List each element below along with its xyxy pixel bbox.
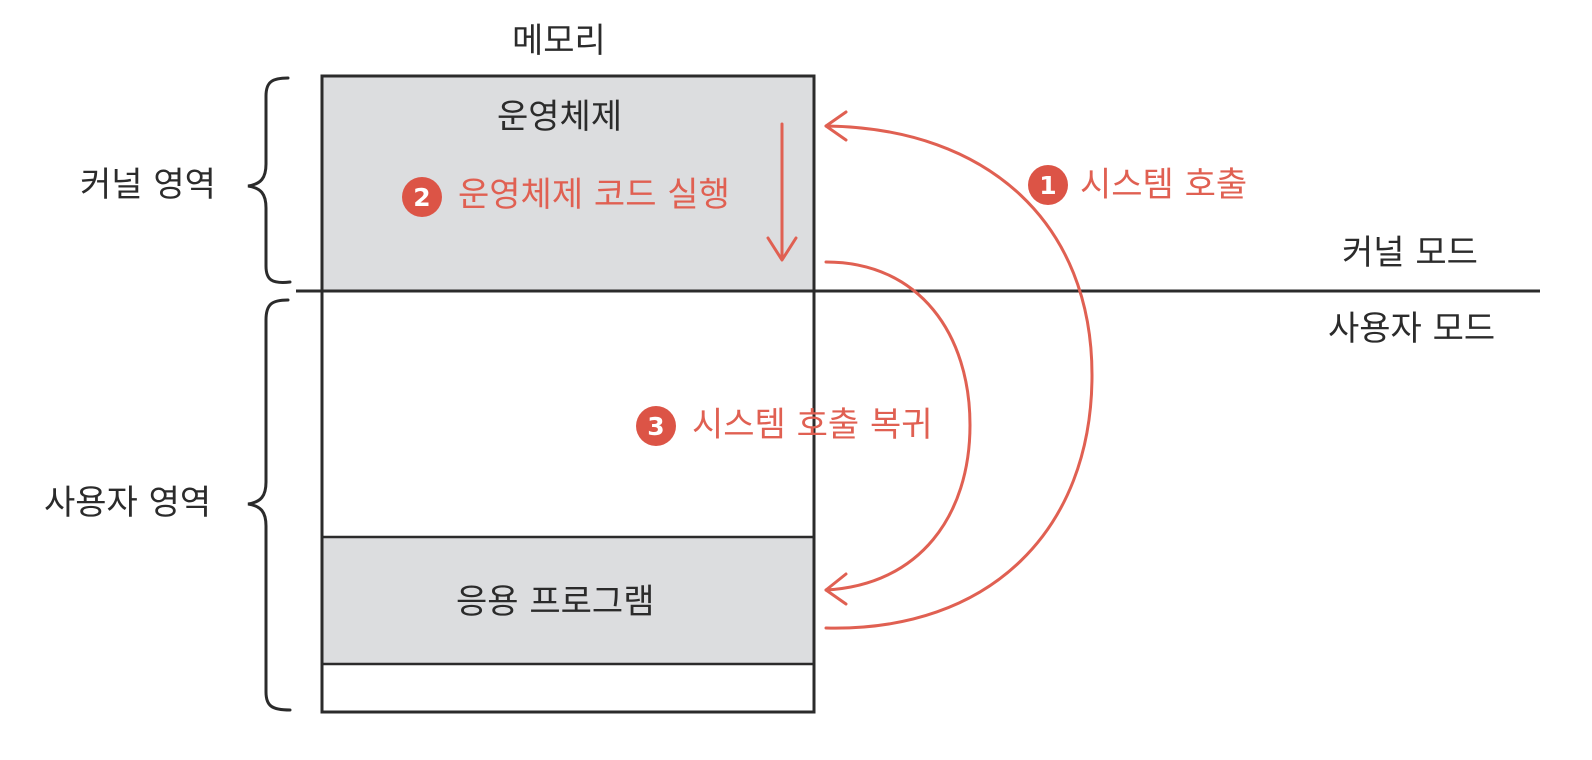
os-label: 운영체제	[497, 97, 623, 137]
os-code-exec-arrow	[766, 122, 798, 262]
step-2-label: 운영체제 코드 실행	[458, 175, 730, 215]
system-call-arrow	[824, 110, 1094, 630]
step-2-badge: 2	[402, 177, 442, 217]
kernel-area-label: 커널 영역	[80, 165, 216, 205]
system-call-return-arrow	[824, 260, 972, 606]
user-area-label: 사용자 영역	[44, 483, 212, 523]
user-mode-label: 사용자 모드	[1328, 309, 1496, 349]
user-area-brace	[247, 298, 292, 712]
os-block	[322, 77, 814, 291]
memory-box	[320, 74, 816, 714]
step-3-label: 시스템 호출 복귀	[692, 405, 933, 445]
kernel-area-brace	[247, 76, 292, 284]
step-1-label: 시스템 호출	[1080, 165, 1248, 205]
app-label: 응용 프로그램	[456, 582, 655, 622]
app-block	[322, 537, 814, 664]
step-1-badge: 1	[1028, 165, 1068, 205]
memory-label: 메모리	[512, 21, 606, 61]
step-3-badge: 3	[636, 406, 676, 446]
kernel-mode-label: 커널 모드	[1342, 233, 1478, 273]
